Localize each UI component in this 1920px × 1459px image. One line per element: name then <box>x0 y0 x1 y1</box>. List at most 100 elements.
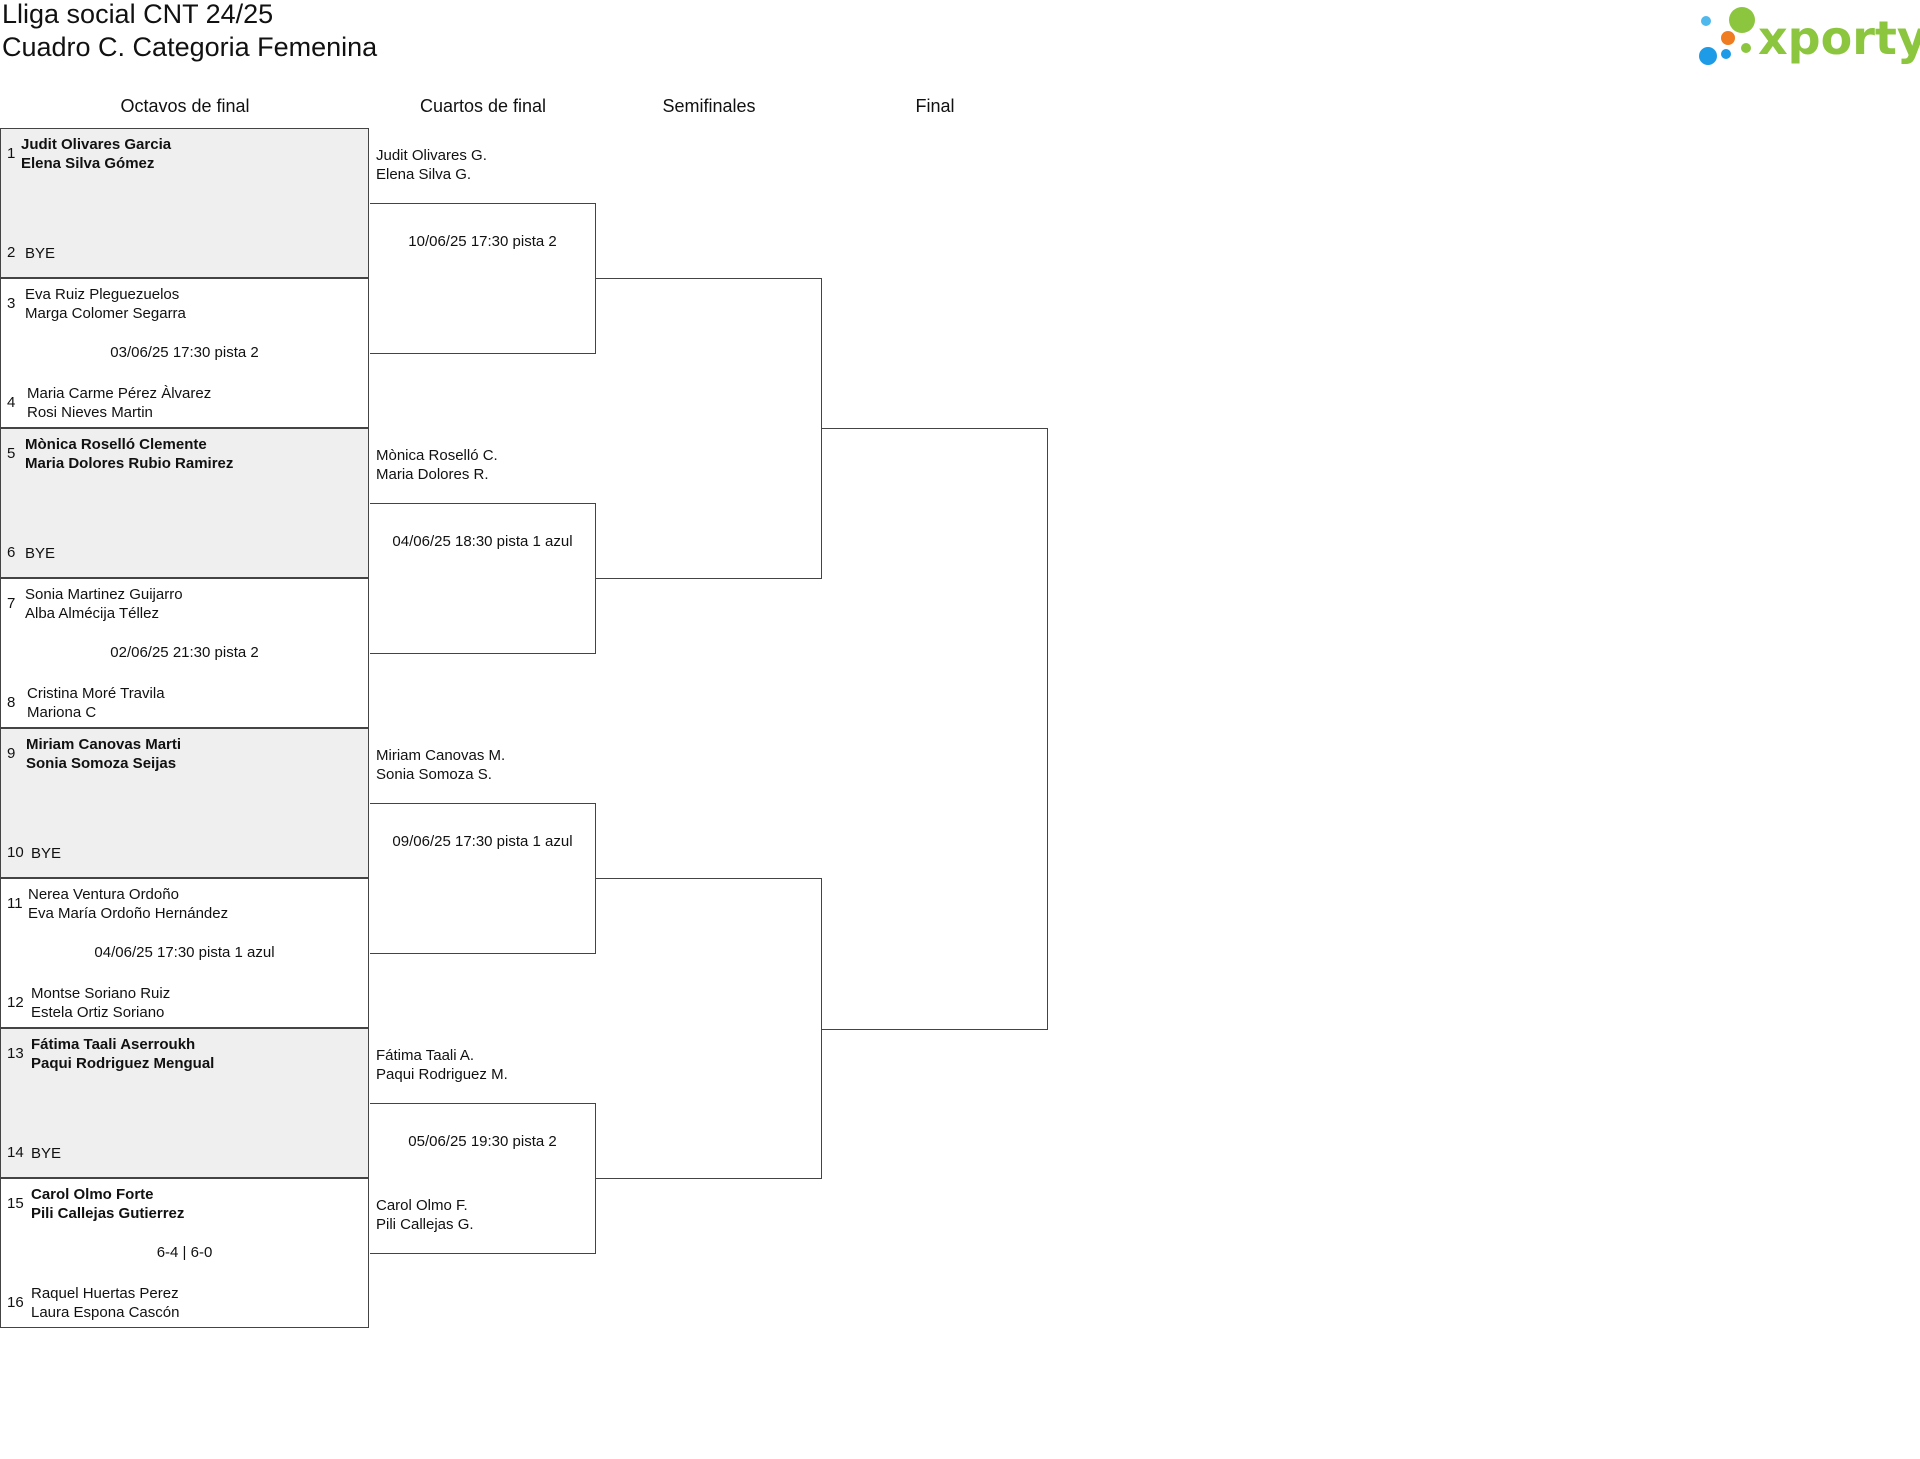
player-name: Carol Olmo F. <box>376 1197 468 1214</box>
r16-match-4: 7 Sonia Martinez Guijarro Alba Almécija … <box>0 578 369 728</box>
r16-match-2: 3 Eva Ruiz Pleguezuelos Marga Colomer Se… <box>0 278 369 428</box>
seed-number: 9 <box>7 745 16 762</box>
player-name: Alba Almécija Téllez <box>25 605 159 622</box>
team-players: BYE <box>31 844 61 863</box>
qf-team: Miriam Canovas M. Sonia Somoza S. <box>376 746 505 784</box>
player-name: Maria Carme Pérez Àlvarez <box>27 385 212 402</box>
seed-number: 8 <box>7 694 16 711</box>
player-name: Mònica Roselló Clemente <box>25 436 207 453</box>
qf-match-4: 05/06/25 19:30 pista 2 <box>370 1103 596 1254</box>
player-name: Miriam Canovas M. <box>376 747 506 764</box>
team-players: Carol Olmo Forte Pili Callejas Gutierrez <box>31 1185 184 1223</box>
seed-number: 2 <box>7 244 16 261</box>
seed-number: 11 <box>7 895 23 912</box>
team-players: Nerea Ventura Ordoño Eva María Ordoño He… <box>28 885 228 923</box>
player-name: BYE <box>25 245 56 262</box>
match-info: 10/06/25 17:30 pista 2 <box>408 233 557 250</box>
logo-wordmark: xporty <box>1758 11 1920 65</box>
player-name: Paqui Rodriguez M. <box>376 1066 508 1083</box>
round-header-cuartos: Cuartos de final <box>419 96 547 116</box>
seed-number: 12 <box>7 994 24 1011</box>
sf-match-1 <box>596 278 822 579</box>
player-name: Sonia Somoza Seijas <box>26 755 177 772</box>
logo-dot-orange <box>1721 31 1735 45</box>
match-score: 6-4 | 6-0 <box>156 1244 213 1261</box>
seed-number: 14 <box>7 1144 24 1161</box>
player-name: BYE <box>31 1145 62 1162</box>
player-name: Sonia Somoza S. <box>376 766 492 783</box>
player-name: Rosi Nieves Martin <box>27 404 153 421</box>
sf-match-2 <box>596 878 822 1179</box>
team-players: Fátima Taali Aserroukh Paqui Rodriguez M… <box>31 1035 214 1073</box>
player-name: Marga Colomer Segarra <box>25 305 186 322</box>
r16-match-6: 11 Nerea Ventura Ordoño Eva María Ordoño… <box>0 878 369 1028</box>
player-name: Mònica Roselló C. <box>376 447 498 464</box>
player-name: Cristina Moré Travila <box>27 685 165 702</box>
qf-team: Carol Olmo F. Pili Callejas G. <box>376 1196 474 1234</box>
qf-team: Fátima Taali A. Paqui Rodriguez M. <box>376 1046 508 1084</box>
player-name: BYE <box>31 845 62 862</box>
r16-match-7: 13 Fátima Taali Aserroukh Paqui Rodrigue… <box>0 1028 369 1178</box>
qf-match-2: 04/06/25 18:30 pista 1 azul <box>370 503 596 654</box>
match-info: 04/06/25 18:30 pista 1 azul <box>392 533 573 550</box>
seed-number: 13 <box>7 1045 24 1062</box>
logo-dot-small-green <box>1741 43 1751 53</box>
match-info: 05/06/25 19:30 pista 2 <box>408 1133 557 1150</box>
player-name: Elena Silva Gómez <box>21 155 155 172</box>
qf-team: Judit Olivares G. Elena Silva G. <box>376 146 487 184</box>
seed-number: 10 <box>7 844 24 861</box>
player-name: Raquel Huertas Perez <box>31 1285 179 1302</box>
player-name: Elena Silva G. <box>376 166 472 183</box>
seed-number: 7 <box>7 595 16 612</box>
player-name: Eva Ruiz Pleguezuelos <box>25 286 180 303</box>
match-info: 02/06/25 21:30 pista 2 <box>110 644 259 661</box>
team-players: Sonia Martinez Guijarro Alba Almécija Té… <box>25 585 183 623</box>
team-players: Mònica Roselló Clemente Maria Dolores Ru… <box>25 435 233 473</box>
qf-match-3: 09/06/25 17:30 pista 1 azul <box>370 803 596 954</box>
team-players: BYE <box>25 244 55 263</box>
team-players: Eva Ruiz Pleguezuelos Marga Colomer Sega… <box>25 285 186 323</box>
player-name: BYE <box>25 545 56 562</box>
seed-number: 15 <box>7 1195 24 1212</box>
page-title: Lliga social CNT 24/25 <box>2 0 274 29</box>
logo-dot-blue <box>1699 47 1717 65</box>
r16-match-1: 1 Judit Olivares Garcia Elena Silva Góme… <box>0 128 369 278</box>
player-name: Eva María Ordoño Hernández <box>28 905 229 922</box>
player-name: Miriam Canovas Marti <box>26 736 182 753</box>
player-name: Nerea Ventura Ordoño <box>28 886 179 903</box>
seed-number: 4 <box>7 394 16 411</box>
team-players: Montse Soriano Ruiz Estela Ortiz Soriano <box>31 984 170 1022</box>
player-name: Estela Ortiz Soriano <box>31 1004 165 1021</box>
round-header-semifinales: Semifinales <box>662 96 756 116</box>
seed-number: 6 <box>7 544 16 561</box>
match-info: 03/06/25 17:30 pista 2 <box>110 344 259 361</box>
match-info: 04/06/25 17:30 pista 1 azul <box>94 944 275 961</box>
round-header-final: Final <box>915 96 955 116</box>
player-name: Paqui Rodriguez Mengual <box>31 1055 215 1072</box>
player-name: Fátima Taali Aserroukh <box>31 1036 196 1053</box>
player-name: Laura Espona Cascón <box>31 1304 180 1321</box>
team-players: Raquel Huertas Perez Laura Espona Cascón <box>31 1284 179 1322</box>
player-name: Mariona C <box>27 704 97 721</box>
player-name: Sonia Martinez Guijarro <box>25 586 183 603</box>
team-players: Cristina Moré Travila Mariona C <box>27 684 165 722</box>
r16-match-3: 5 Mònica Roselló Clemente Maria Dolores … <box>0 428 369 578</box>
player-name: Carol Olmo Forte <box>31 1186 154 1203</box>
seed-number: 3 <box>7 295 16 312</box>
team-players: Judit Olivares Garcia Elena Silva Gómez <box>21 135 171 173</box>
player-name: Fátima Taali A. <box>376 1047 475 1064</box>
round-header-octavos: Octavos de final <box>120 96 250 116</box>
seed-number: 16 <box>7 1294 24 1311</box>
player-name: Montse Soriano Ruiz <box>31 985 171 1002</box>
team-players: BYE <box>31 1144 61 1163</box>
player-name: Judit Olivares Garcia <box>21 136 172 153</box>
r16-match-8: 15 Carol Olmo Forte Pili Callejas Gutier… <box>0 1178 369 1328</box>
qf-match-1: 10/06/25 17:30 pista 2 <box>370 203 596 354</box>
team-players: Maria Carme Pérez Àlvarez Rosi Nieves Ma… <box>27 384 211 422</box>
xporty-logo: xporty <box>1699 7 1920 65</box>
qf-team: Mònica Roselló C. Maria Dolores R. <box>376 446 498 484</box>
player-name: Maria Dolores Rubio Ramirez <box>25 455 234 472</box>
player-name: Pili Callejas Gutierrez <box>31 1205 185 1222</box>
page-subtitle: Cuadro C. Categoria Femenina <box>2 32 378 62</box>
seed-number: 1 <box>7 145 16 162</box>
